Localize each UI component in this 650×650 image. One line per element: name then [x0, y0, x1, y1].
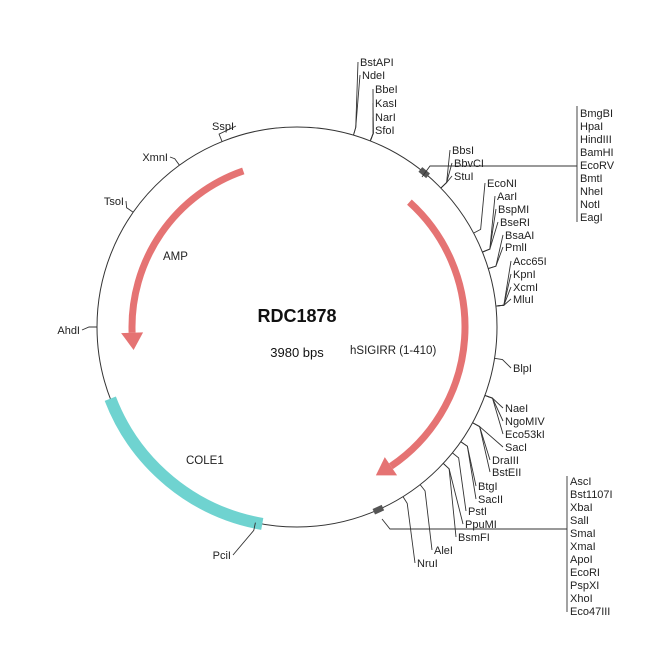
site-hindiii: HindIII [580, 134, 612, 146]
site-kpni: KpnI [513, 269, 536, 281]
site-mlui: MluI [513, 294, 534, 306]
site-bsaai: BsaAI [505, 230, 534, 242]
amp-arc [128, 167, 245, 333]
site-stui-leader [440, 175, 453, 189]
plasmid-name: RDC1878 [257, 306, 336, 326]
hsigirr-arc [388, 199, 469, 470]
site-nrui: NruI [417, 558, 438, 570]
feature-label-amp: AMP [163, 251, 188, 263]
feature-label-cole1: COLE1 [186, 455, 224, 467]
site-ahdi-leader [81, 326, 97, 331]
site-bseri: BseRI [500, 217, 530, 229]
site-draiii: DraIII [492, 455, 519, 467]
site-econi: EcoNI [487, 178, 517, 190]
site-bamhi: BamHI [580, 147, 614, 159]
site-eagi: EagI [580, 212, 603, 224]
site-sfoi-leader [369, 129, 374, 142]
site-nhei: NheI [580, 186, 603, 198]
site-sacii: SacII [478, 494, 503, 506]
site-bsmfi-leader [442, 463, 457, 538]
site-bbvci: BbvCI [454, 158, 484, 170]
site-sali: SalI [570, 515, 589, 527]
site-psti-leader [452, 452, 467, 512]
site-acc65i: Acc65I [513, 256, 547, 268]
site-eco53ki-leader [484, 394, 504, 435]
site-psti: PstI [468, 506, 487, 518]
site-naei: NaeI [505, 403, 528, 415]
site-saci-leader [472, 422, 504, 448]
site-blpi: BlpI [513, 363, 532, 375]
site-mlui-leader [495, 298, 512, 307]
site-noti: NotI [580, 199, 600, 211]
site-eco53ki: Eco53kI [505, 429, 545, 441]
site-apoi: ApoI [570, 554, 593, 566]
site-sacii-leader [460, 441, 477, 500]
site-bst1107i: Bst1107I [570, 489, 613, 501]
site-tsoi: TsoI [104, 196, 124, 208]
site-smai: SmaI [570, 528, 596, 540]
site-xmni: XmnI [142, 152, 168, 164]
site-bsmfi: BsmFI [458, 532, 490, 544]
site-ppumi-leader [442, 463, 464, 525]
site-econi-leader [473, 182, 486, 234]
site-bsteii-leader [472, 422, 491, 473]
site-ndei-leader [353, 74, 361, 136]
site-bseri-leader [482, 221, 499, 253]
site-hpai: HpaI [580, 121, 603, 133]
site-bbsi: BbsI [452, 145, 474, 157]
site-alei-leader [419, 484, 433, 551]
site-ahdi: AhdI [57, 325, 80, 337]
plasmid-size: 3980 bps [270, 345, 324, 360]
site-bbei: BbeI [375, 84, 398, 96]
cole1-arc [104, 396, 264, 530]
site-pcii-leader [232, 522, 256, 556]
site-sfoi: SfoI [375, 125, 395, 137]
hsigirr-arc-arrowhead [375, 457, 398, 476]
site-bsteii: BstEII [492, 467, 521, 479]
site-btgi: BtgI [478, 481, 498, 493]
site-ndei: NdeI [362, 70, 385, 82]
site-bbvci-leader [440, 162, 453, 189]
site-bbsi-leader [440, 149, 451, 189]
site-alei: AleI [434, 545, 453, 557]
site-bstapi: BstAPI [360, 57, 394, 69]
site-stui: StuI [454, 171, 474, 183]
site-nrui-leader [402, 496, 416, 564]
site-blpi-leader [494, 357, 512, 369]
site-pmli: PmlI [505, 242, 527, 254]
site-xbai: XbaI [570, 502, 593, 514]
site-nari: NarI [375, 112, 396, 124]
site-bspmi-leader [482, 208, 497, 253]
site-pcii: PciI [213, 550, 231, 562]
site-ngomiv: NgoMIV [505, 416, 545, 428]
site-pspxi: PspXI [570, 580, 599, 592]
amp-arc-arrowhead [121, 332, 144, 350]
site-eco47iii: Eco47III [570, 606, 610, 618]
site-aari-leader [482, 195, 496, 253]
site-xmni-leader [169, 156, 180, 166]
site-pmli-leader [488, 246, 504, 269]
site-sspi-leader [218, 125, 237, 142]
site-xhoi: XhoI [570, 593, 593, 605]
site-ecorv: EcoRV [580, 160, 615, 172]
mcs-marker [372, 504, 385, 515]
site-asci: AscI [570, 476, 591, 488]
site-xcmi: XcmI [513, 282, 538, 294]
site-ppumi: PpuMI [465, 519, 497, 531]
site-sspi: SspI [212, 121, 234, 133]
site-bmgbi: BmgBI [580, 108, 613, 120]
site-ecori: EcoRI [570, 567, 600, 579]
site-btgi-leader [460, 441, 477, 487]
mcs-marker [418, 167, 430, 179]
site-kasi: KasI [375, 98, 397, 110]
site-bmti: BmtI [580, 173, 603, 185]
feature-label-hsigirr: hSIGIRR (1-410) [350, 345, 436, 357]
site-saci: SacI [505, 442, 527, 454]
site-xmai: XmaI [570, 541, 596, 553]
site-bspmi: BspMI [498, 204, 529, 216]
site-aari: AarI [497, 191, 517, 203]
site-xcmi-leader [495, 286, 512, 307]
site-tsoi-leader [125, 200, 134, 213]
